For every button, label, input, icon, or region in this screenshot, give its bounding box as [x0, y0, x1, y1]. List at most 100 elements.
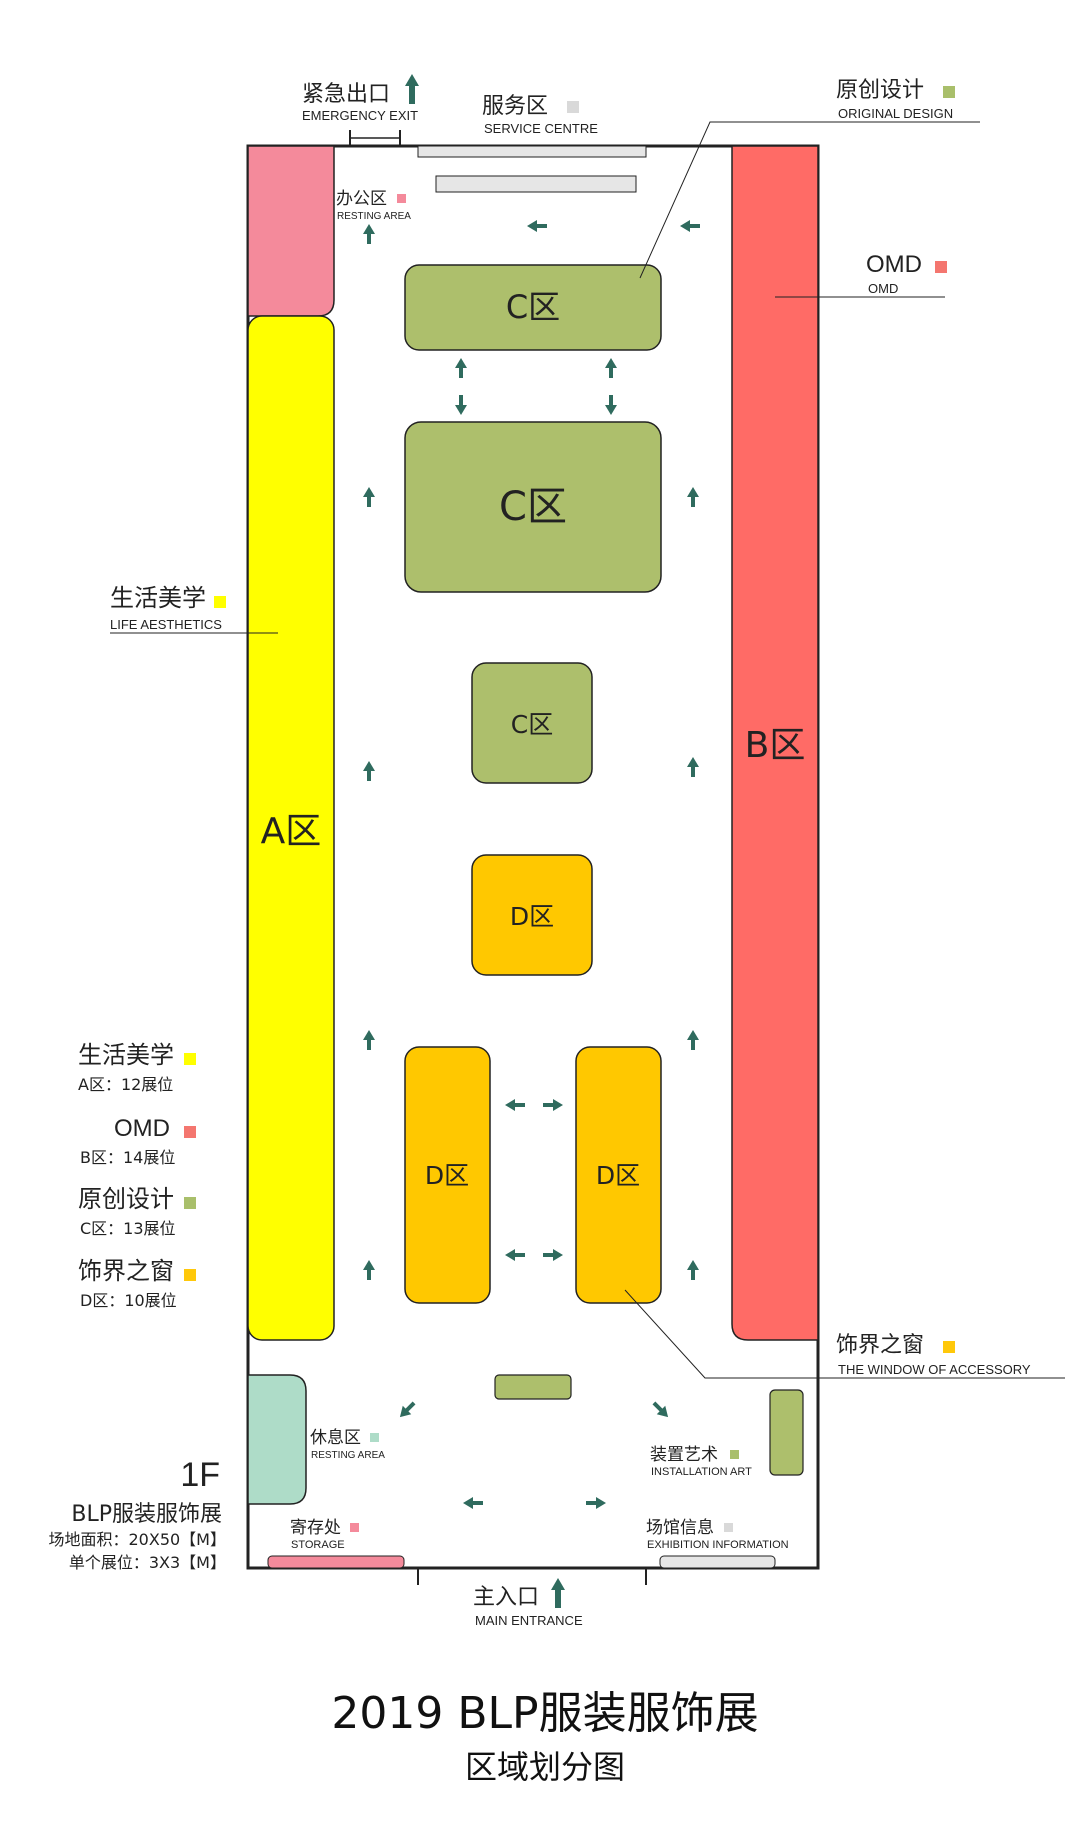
- legend-swatch: [184, 1269, 196, 1281]
- svg-text:1F: 1F: [180, 1456, 220, 1494]
- svg-text:OMD: OMD: [866, 251, 922, 278]
- flow-arrows: [363, 220, 700, 1509]
- legend-swatch: [730, 1450, 739, 1459]
- main-entrance-label: 主入口 MAIN ENTRANCE: [473, 1578, 583, 1628]
- accessory-label: 饰界之窗 THE WINDOW OF ACCESSORY: [836, 1333, 1031, 1377]
- svg-text:LIFE AESTHETICS: LIFE AESTHETICS: [110, 617, 222, 632]
- zone-a-label: A区: [261, 811, 322, 852]
- legend-swatch: [397, 194, 406, 203]
- svg-text:装置艺术: 装置艺术: [650, 1445, 718, 1465]
- floor-info: 1F BLP服装服饰展 场地面积：20X50【M】 单个展位：3X3【M】: [49, 1456, 227, 1572]
- svg-text:单个展位：3X3【M】: 单个展位：3X3【M】: [69, 1553, 226, 1572]
- page-subtitle: 区域划分图: [465, 1748, 625, 1786]
- svg-text:紧急出口: 紧急出口: [302, 82, 390, 107]
- legend-swatch: [943, 1341, 955, 1353]
- service-counter: [417, 145, 647, 158]
- up-arrow-icon: [455, 358, 467, 378]
- legend-swatch: [943, 86, 955, 98]
- zone-c-label: C区: [506, 288, 560, 326]
- legend-item: OMD B区：14展位: [80, 1115, 196, 1167]
- svg-text:EMERGENCY EXIT: EMERGENCY EXIT: [302, 108, 418, 123]
- svg-text:THE WINDOW OF ACCESSORY: THE WINDOW OF ACCESSORY: [838, 1362, 1031, 1377]
- svg-text:ORIGINAL DESIGN: ORIGINAL DESIGN: [838, 106, 953, 121]
- legend-item: 饰界之窗 D区：10展位: [78, 1257, 196, 1310]
- zone-d-block: [471, 854, 593, 976]
- zone-a: [247, 315, 335, 1341]
- legend-swatch: [184, 1053, 196, 1065]
- up-arrow-icon: [605, 358, 617, 378]
- svg-text:场馆信息: 场馆信息: [646, 1518, 714, 1538]
- life-aesthetics-label: 生活美学 LIFE AESTHETICS: [110, 584, 226, 632]
- down-arrow-icon: [455, 395, 467, 415]
- svg-text:原创设计: 原创设计: [836, 78, 924, 103]
- original-design-label: 原创设计 ORIGINAL DESIGN: [836, 78, 955, 121]
- installation-art-block: [769, 1389, 804, 1476]
- svg-text:B区：14展位: B区：14展位: [80, 1148, 175, 1167]
- up-arrow-icon: [687, 487, 699, 507]
- emergency-exit-label: 紧急出口 EMERGENCY EXIT: [302, 74, 419, 123]
- zone-b-label: B区: [745, 725, 806, 766]
- svg-text:EXHIBITION INFORMATION: EXHIBITION INFORMATION: [647, 1539, 789, 1551]
- legend-swatch: [214, 596, 226, 608]
- legend-swatch: [935, 261, 947, 273]
- svg-text:MAIN ENTRANCE: MAIN ENTRANCE: [475, 1613, 583, 1628]
- right-arrow-icon: [543, 1099, 563, 1111]
- up-arrow-icon: [687, 1030, 699, 1050]
- svg-text:BLP服装服饰展: BLP服装服饰展: [71, 1502, 222, 1527]
- svg-text:INSTALLATION ART: INSTALLATION ART: [651, 1466, 752, 1478]
- omd-label: OMD OMD: [866, 251, 947, 296]
- resting-area-label: 休息区 RESTING AREA: [310, 1428, 385, 1461]
- left-arrow-icon: [505, 1099, 525, 1111]
- legend-swatch: [350, 1523, 359, 1532]
- legend-swatch: [567, 101, 579, 113]
- right-arrow-icon: [586, 1497, 606, 1509]
- service-centre-label: 服务区 SERVICE CENTRE: [482, 94, 598, 136]
- up-arrow-icon: [363, 487, 375, 507]
- up-arrow-icon: [363, 1260, 375, 1280]
- up-arrow-icon: [363, 224, 375, 244]
- legend-swatch: [370, 1433, 379, 1442]
- zone-d-label: D区: [596, 1161, 640, 1190]
- left-arrow-icon: [527, 220, 547, 232]
- zone-c-block: [404, 264, 662, 351]
- left-arrow-icon: [680, 220, 700, 232]
- zone-c-block: [471, 662, 593, 784]
- installation-bar: [494, 1374, 572, 1400]
- storage-counter: [267, 1555, 405, 1569]
- resting-area: [247, 1374, 307, 1505]
- info-counter: [659, 1555, 776, 1569]
- legend-swatch: [724, 1523, 733, 1532]
- zone-b: [731, 145, 819, 1341]
- svg-text:饰界之窗: 饰界之窗: [836, 1333, 924, 1358]
- zone-c-label: C区: [499, 484, 567, 530]
- svg-text:RESTING AREA: RESTING AREA: [337, 211, 411, 222]
- svg-text:生活美学: 生活美学: [78, 1041, 174, 1069]
- legend-swatch: [184, 1126, 196, 1138]
- zone-c-label: C区: [511, 710, 553, 739]
- legend-swatch: [184, 1197, 196, 1209]
- leader-line-original-design: [639, 121, 980, 279]
- exhibition-information-label: 场馆信息 EXHIBITION INFORMATION: [646, 1518, 789, 1551]
- up-arrow-icon: [551, 1578, 565, 1608]
- office-area-label: 办公区 RESTING AREA: [336, 189, 411, 222]
- up-arrow-icon: [687, 1260, 699, 1280]
- zone-d-label: D区: [425, 1161, 469, 1190]
- office-area: [247, 145, 335, 317]
- right-arrow-icon: [543, 1249, 563, 1261]
- zone-d-label: D区: [510, 902, 554, 931]
- up-arrow-icon: [363, 761, 375, 781]
- up-arrow-icon: [687, 757, 699, 777]
- svg-text:A区：12展位: A区：12展位: [78, 1075, 173, 1094]
- svg-text:原创设计: 原创设计: [78, 1185, 174, 1213]
- svg-text:休息区: 休息区: [310, 1428, 361, 1448]
- legend-item: 生活美学 A区：12展位: [78, 1041, 196, 1094]
- svg-text:寄存处: 寄存处: [290, 1518, 341, 1538]
- storage-label: 寄存处 STORAGE: [290, 1518, 359, 1551]
- svg-text:RESTING AREA: RESTING AREA: [311, 1450, 385, 1461]
- leader-line-accessory: [624, 1289, 1065, 1379]
- svg-text:饰界之窗: 饰界之窗: [78, 1257, 174, 1285]
- zone-c-block: [404, 421, 662, 593]
- up-arrow-icon: [363, 1030, 375, 1050]
- svg-text:OMD: OMD: [114, 1115, 170, 1142]
